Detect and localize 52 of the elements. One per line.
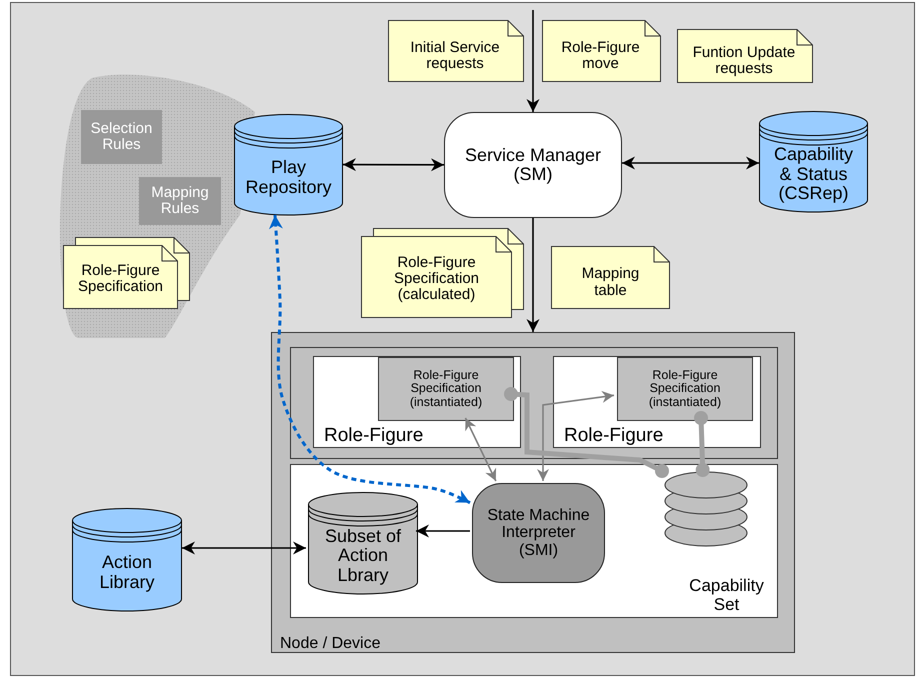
note-card — [388, 20, 524, 82]
box-label: Role-Figure — [564, 426, 664, 447]
process-label: Service Manager (SM) — [464, 146, 602, 184]
note-text: Initial Service requests — [409, 40, 501, 72]
connector-line — [504, 387, 669, 478]
arrow — [416, 524, 470, 538]
set-label: Capability Set — [688, 577, 765, 614]
double-arrow — [268, 214, 471, 504]
box-label: Role-Figure — [324, 426, 424, 447]
document-stack — [361, 228, 524, 318]
double-arrow — [182, 542, 306, 554]
document-stack — [63, 237, 190, 309]
rules-box — [139, 177, 221, 225]
rules-box — [81, 110, 162, 164]
specification-box — [617, 357, 753, 421]
database-label: Play Repository — [245, 158, 332, 197]
container-label: Node / Device — [280, 634, 380, 652]
box-label: Role-Figure Specification (instantiated) — [408, 368, 484, 410]
note-text: Role-Figure Specification — [76, 262, 164, 296]
box-label: Mapping Rules — [150, 184, 210, 218]
database-cylinder — [234, 114, 343, 215]
note-card — [551, 246, 670, 309]
database-label: Action Library — [98, 553, 156, 592]
process-box — [472, 483, 605, 583]
box-label: Role-Figure Specification (instantiated) — [648, 368, 722, 410]
double-arrow — [622, 156, 759, 170]
role-figure-box — [553, 356, 761, 448]
box-label: Selection Rules — [90, 120, 154, 154]
panel-box — [290, 347, 778, 459]
double-arrow — [464, 418, 497, 482]
note-text: Funtion Update requests — [692, 44, 796, 78]
connector-line — [694, 411, 710, 477]
note-text: Role-Figure Specification (calculated) — [392, 254, 480, 304]
specification-box — [378, 357, 514, 421]
database-label: Capability & Status (CSRep) — [774, 145, 854, 204]
note-card — [542, 20, 661, 82]
database-label: Subset of Action Lbrary — [324, 526, 402, 586]
double-arrow — [343, 158, 444, 172]
note-card — [677, 29, 813, 83]
database-cylinder — [759, 111, 868, 212]
note-text: Role-Figure move — [560, 40, 641, 72]
process-box — [444, 112, 622, 218]
role-figure-box — [313, 356, 521, 448]
arrow — [526, 10, 540, 112]
device-container — [271, 332, 795, 653]
database-cylinder — [72, 508, 182, 611]
database-cylinder — [308, 492, 418, 594]
panel-box — [290, 464, 778, 618]
arrow — [526, 218, 540, 332]
note-text: Mapping table — [580, 266, 640, 299]
process-label: State Machine Interpreter (SMI) — [486, 507, 591, 559]
double-arrow — [537, 390, 614, 481]
